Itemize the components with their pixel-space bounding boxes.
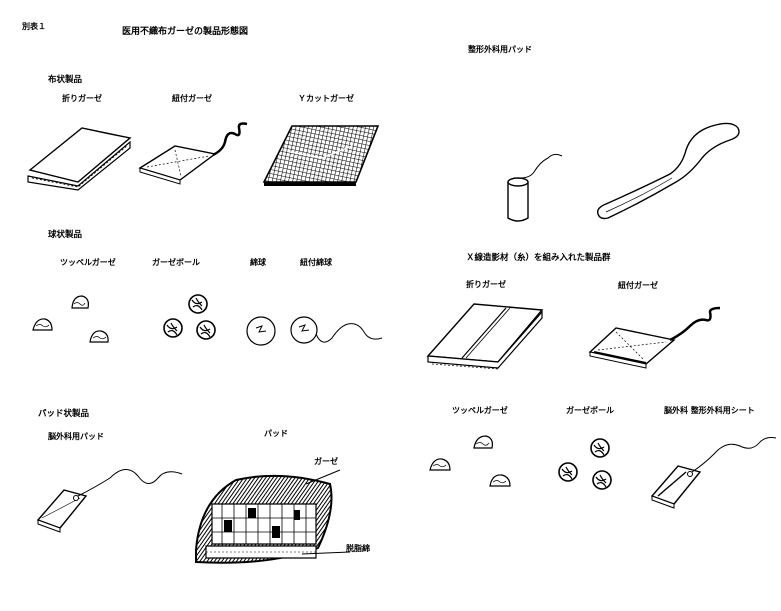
label-string-cotton-ball: 紐付綿球	[300, 258, 332, 267]
string-cotton-ball-illustration	[288, 308, 384, 352]
section-heading-pad: パッド状製品	[38, 409, 90, 419]
gauze-ball-illustration	[160, 292, 222, 348]
string-gauze-illustration	[135, 120, 260, 192]
xray-sheet-illustration	[648, 432, 778, 512]
ortho-splint-pad-illustration	[592, 118, 748, 222]
label-cotton-ball: 綿球	[250, 258, 266, 267]
section-heading-ball: 球状製品	[48, 230, 83, 240]
figure-number: 別表１	[22, 22, 46, 31]
label-xray-tupfer-gauze: ツッペルガーゼ	[452, 406, 508, 415]
neurosurgery-pad-illustration	[34, 458, 184, 538]
label-xray-neuro-ortho-sheet: 脳外科 整形外科用シート	[664, 406, 755, 415]
pad-illustration	[190, 470, 390, 570]
xray-tupfer-gauze-illustration	[428, 430, 524, 494]
label-xray-string-gauze: 紐付ガーゼ	[618, 281, 658, 290]
label-neurosurgery-pad: 脳外科用パッド	[48, 432, 104, 441]
section-heading-ortho-pad: 整形外科用パッド	[468, 45, 532, 54]
cotton-ball-illustration	[244, 314, 280, 350]
callout-gauze: ガーゼ	[314, 457, 338, 466]
section-heading-xray: Ｘ線造影材（糸）を組み入れた製品群	[466, 253, 611, 263]
label-y-cut-gauze: Ｙカットガーゼ	[298, 94, 354, 103]
label-string-gauze: 紐付ガーゼ	[172, 94, 212, 103]
label-tupfer-gauze: ツッペルガーゼ	[60, 258, 116, 267]
xray-string-gauze-illustration	[586, 306, 726, 368]
y-cut-gauze-illustration	[260, 122, 382, 186]
xray-gauze-ball-illustration	[556, 436, 620, 494]
label-xray-folded-gauze: 折りガーゼ	[466, 280, 506, 289]
diagram-title: 医用不織布ガーゼの製品形態図	[122, 27, 249, 37]
ortho-roll-illustration	[500, 148, 580, 224]
callout-absorbent-cotton: 脱脂綿	[346, 544, 370, 553]
label-pad: パッド	[264, 429, 288, 438]
tupfer-gauze-illustration	[30, 292, 115, 348]
label-folded-gauze: 折りガーゼ	[62, 94, 102, 103]
label-xray-gauze-ball: ガーゼボール	[566, 406, 614, 415]
folded-gauze-illustration	[22, 120, 134, 192]
xray-folded-gauze-illustration	[422, 298, 546, 376]
section-heading-cloth: 布状製品	[48, 75, 83, 85]
label-gauze-ball: ガーゼボール	[152, 258, 200, 267]
